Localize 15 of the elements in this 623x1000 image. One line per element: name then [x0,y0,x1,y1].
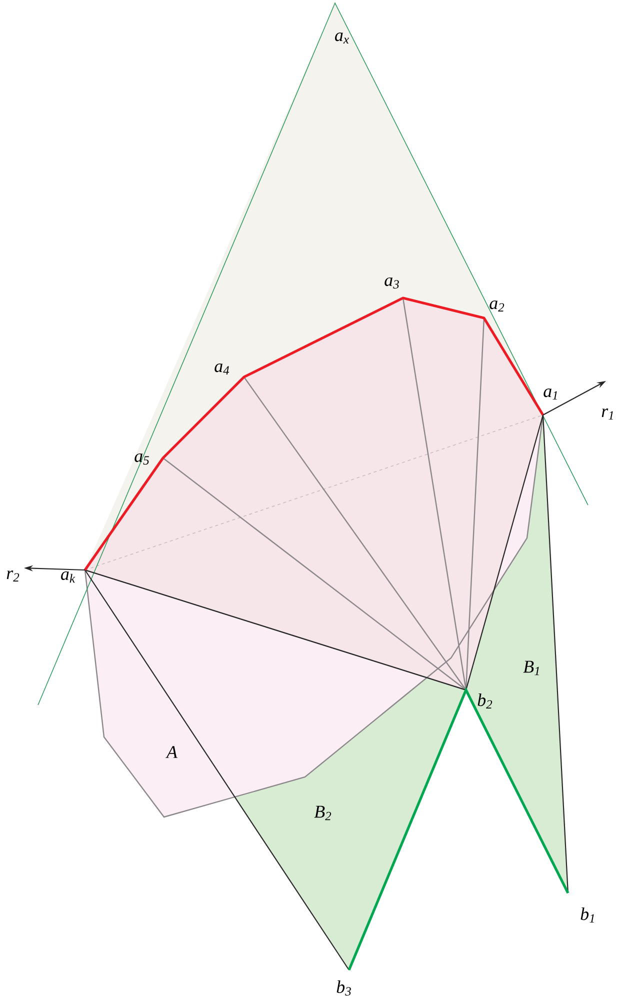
point-label: B$_{2}$ [314,806,332,820]
point-label: a$_{1}$ [544,388,558,400]
point-label: A [166,746,178,758]
point-label: a$_{2}$ [490,300,504,312]
point-label: a$_{5}$ [134,453,149,465]
point-label: r$_{1}$ [602,408,614,420]
point-label: a$_{4}$ [214,364,230,375]
point-label: b$_{1}$ [580,907,594,923]
point-label: B$_{1}$ [523,660,539,676]
point-label: a$_{k}$ [61,571,76,583]
point-label: b$_{2}$ [478,693,492,709]
point-label: b$_{3}$ [336,980,351,996]
point-label: a$_{x}$ [335,32,349,44]
point-label: r$_{2}$ [6,570,20,582]
point-label: a$_{3}$ [384,277,399,289]
